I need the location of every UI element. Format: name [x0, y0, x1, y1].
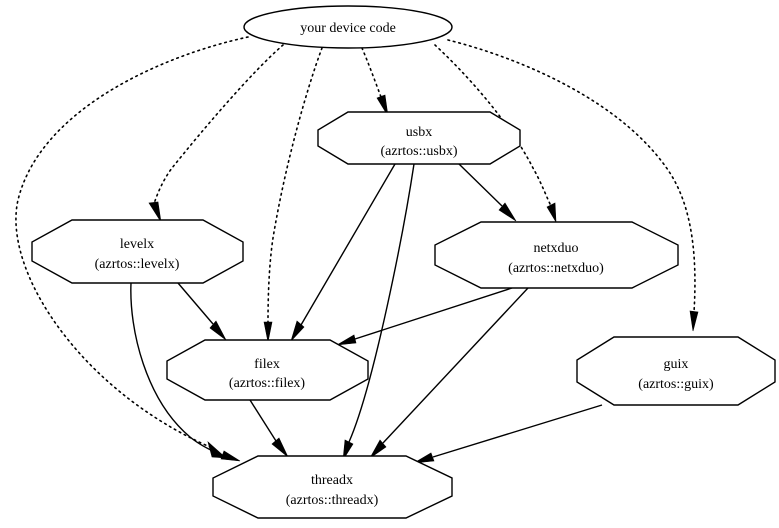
node-filex[interactable]: filex (azrtos::filex)	[166, 339, 369, 401]
node-threadx[interactable]: threadx (azrtos::threadx)	[212, 455, 453, 519]
edge-filex-to-threadx	[249, 399, 289, 458]
node-netxduo-label-line2: (azrtos::netxduo)	[508, 261, 604, 276]
edge-usbx-to-netxduo	[458, 163, 517, 222]
node-threadx-label-line2: (azrtos::threadx)	[286, 493, 379, 508]
node-usbx-label-line2: (azrtos::usbx)	[381, 144, 458, 159]
node-levelx-label-line2: (azrtos::levelx)	[95, 257, 180, 272]
node-netxduo-label-line1: netxduo	[533, 241, 578, 256]
edge-levelx-to-threadx	[130, 282, 241, 462]
node-levelx[interactable]: levelx (azrtos::levelx)	[31, 219, 244, 284]
edge-device-to-filex	[263, 47, 323, 343]
edge-levelx-to-filex	[177, 282, 227, 341]
nodes-layer: your device code usbx (azrtos::usbx) lev…	[31, 5, 776, 519]
node-device[interactable]: your device code	[243, 5, 453, 49]
node-threadx-label-line1: threadx	[311, 473, 353, 488]
edge-device-to-usbx	[361, 47, 389, 117]
node-usbx[interactable]: usbx (azrtos::usbx)	[317, 111, 521, 165]
edge-guix-to-threadx	[413, 404, 603, 464]
node-levelx-label-line1: levelx	[120, 237, 154, 252]
node-device-label-line1: your device code	[300, 21, 396, 36]
node-filex-label-line1: filex	[254, 357, 280, 372]
edge-usbx-to-filex	[290, 163, 396, 342]
edge-device-to-levelx	[148, 44, 284, 223]
node-netxduo[interactable]: netxduo (azrtos::netxduo)	[434, 221, 679, 289]
node-usbx-label-line1: usbx	[406, 125, 432, 140]
node-guix[interactable]: guix (azrtos::guix)	[576, 336, 776, 406]
node-guix-label-line1: guix	[664, 357, 689, 372]
edge-device-to-guix	[447, 39, 699, 332]
edges-layer	[15, 36, 699, 464]
edge-netxduo-to-threadx	[369, 287, 529, 459]
edge-device-to-netxduo	[434, 44, 557, 223]
node-guix-label-line2: (azrtos::guix)	[638, 377, 714, 392]
node-filex-label-line2: (azrtos::filex)	[229, 376, 306, 391]
edge-usbx-to-threadx	[342, 163, 415, 461]
edge-netxduo-to-filex	[336, 287, 513, 346]
